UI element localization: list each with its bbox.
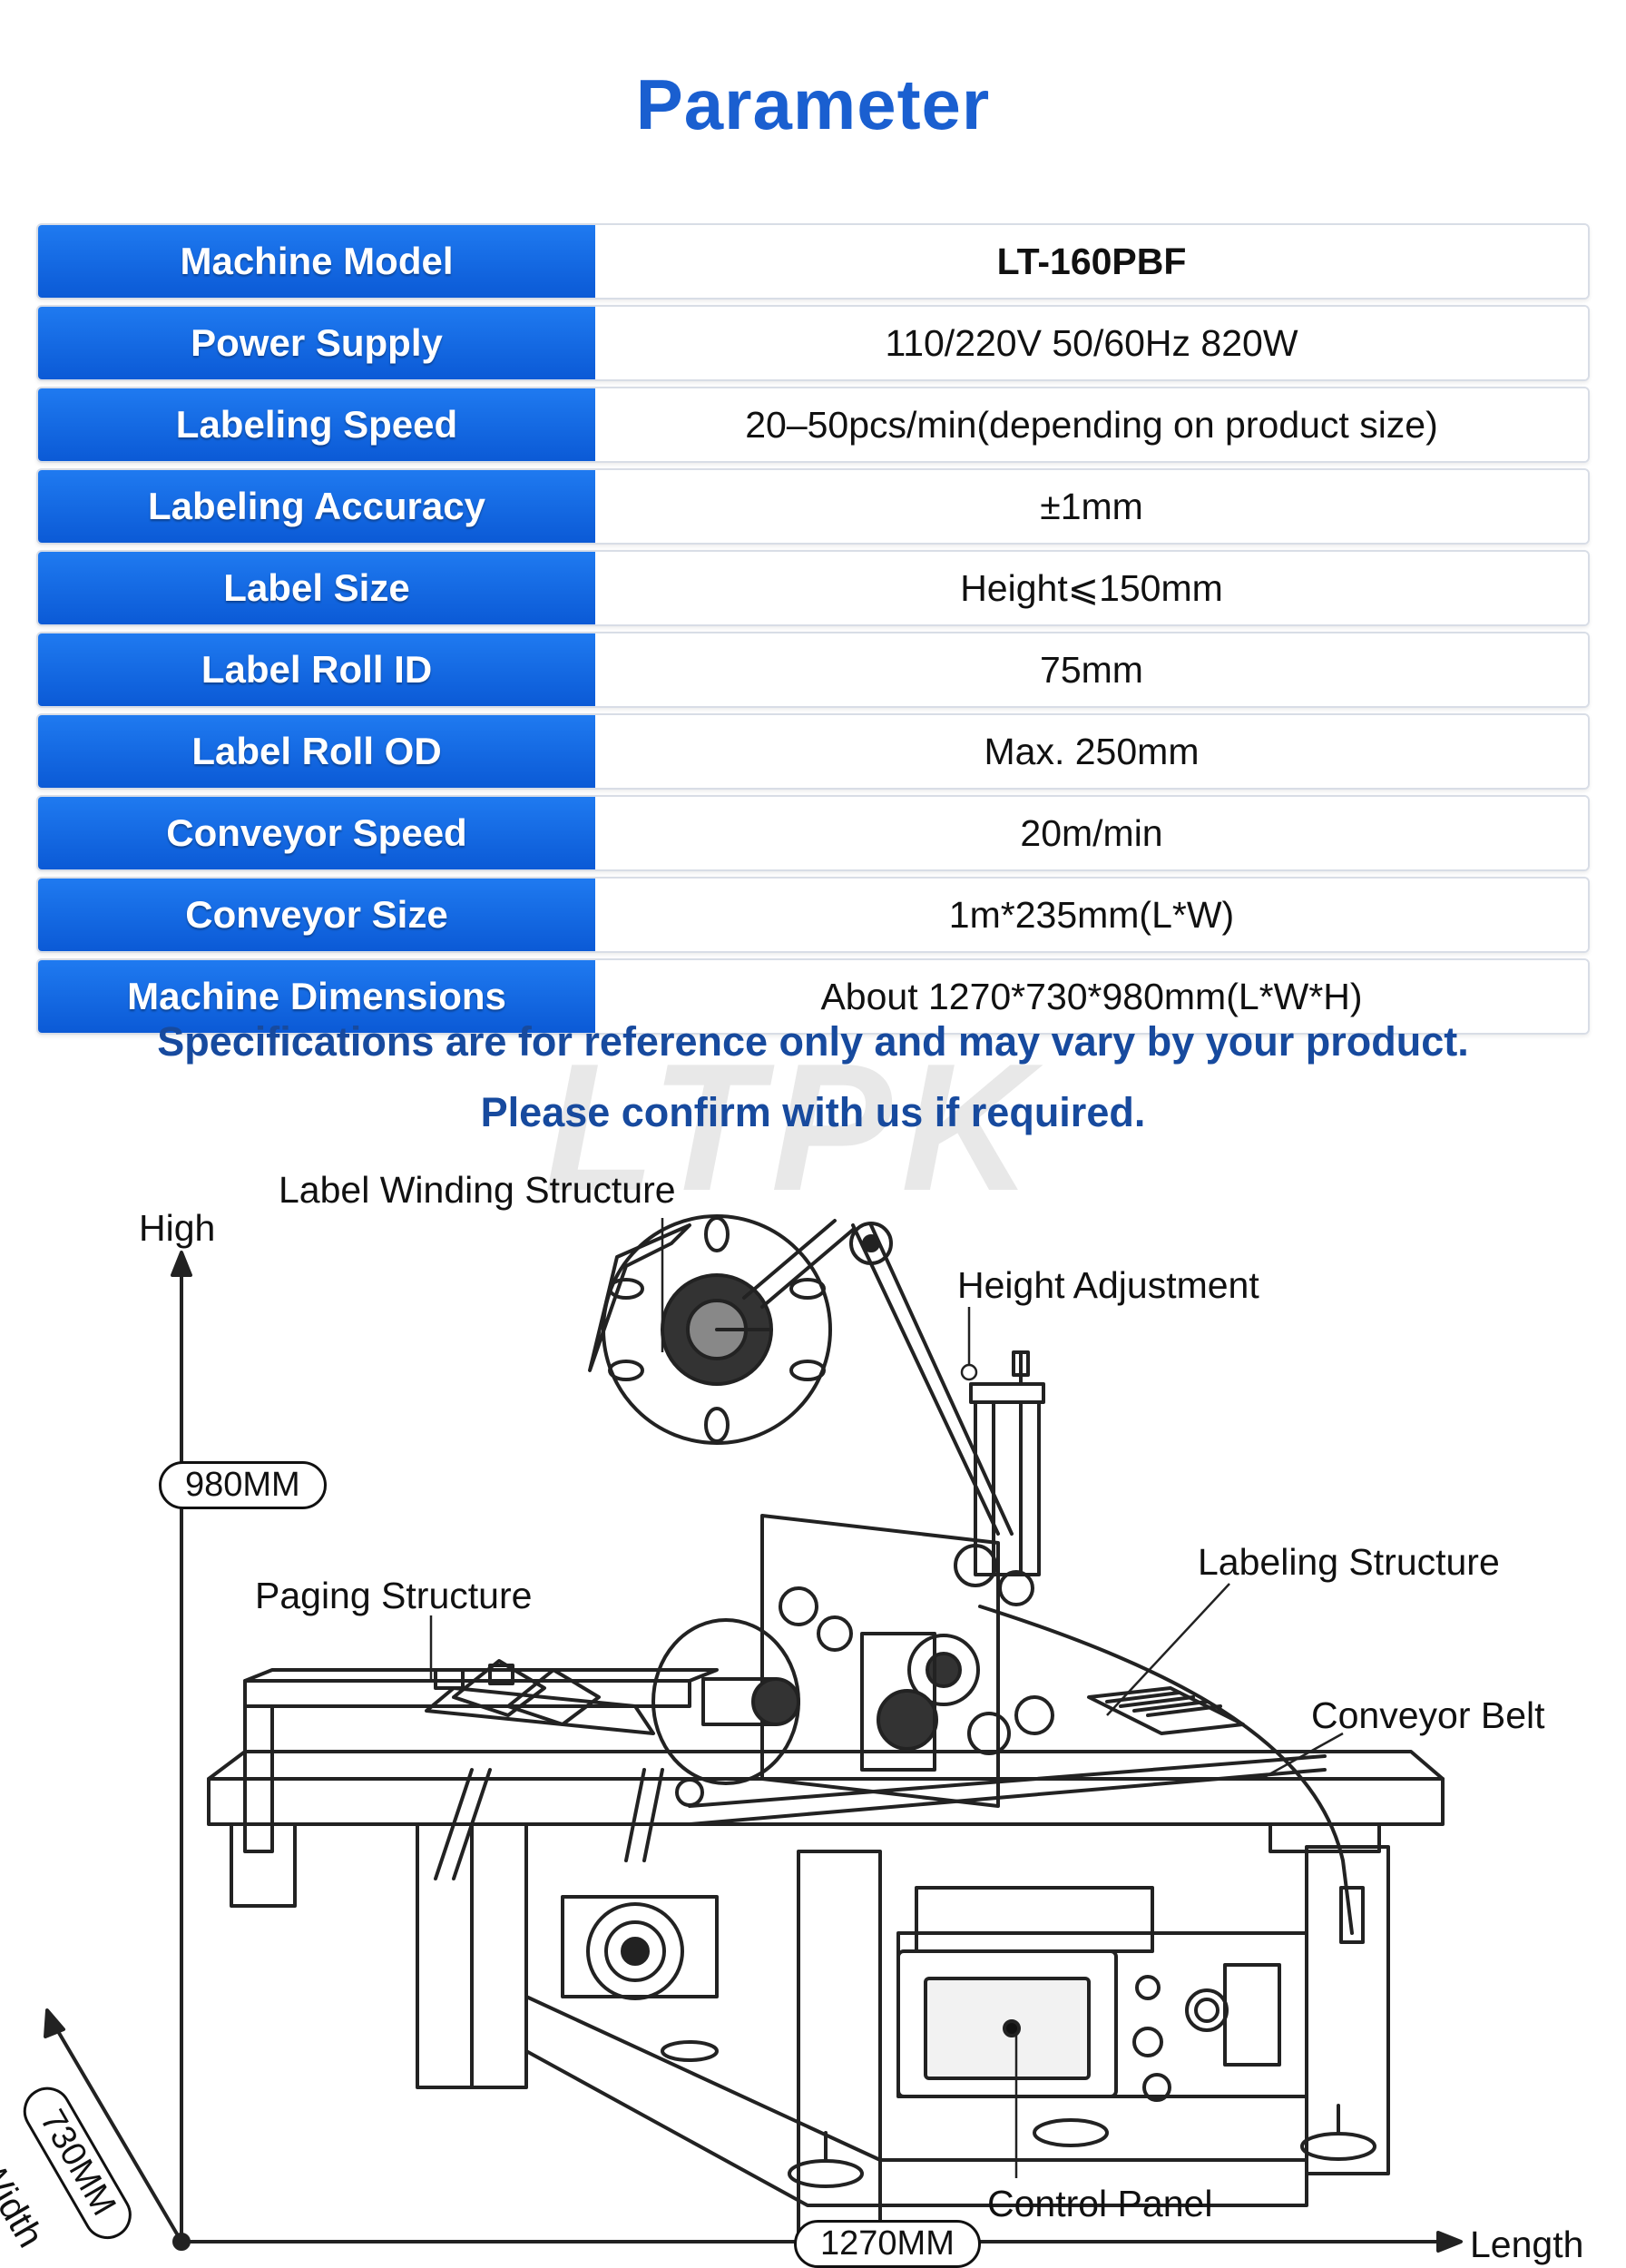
watermark: LTPK	[544, 1026, 1042, 1229]
spec-row-conveyor-size: Conveyor Size 1m*235mm(L*W)	[36, 877, 1590, 953]
label-paging-structure: Paging Structure	[255, 1575, 533, 1616]
disclaimer-line-1: Specifications are for reference only an…	[157, 1018, 1469, 1065]
spec-value: About 1270*730*980mm(L*W*H)	[595, 960, 1588, 1033]
label-height-adjustment: Height Adjustment	[957, 1264, 1259, 1306]
dimension-length: 1270MM	[794, 2220, 981, 2268]
spec-value: 20m/min	[595, 797, 1588, 869]
spec-row-conveyor-speed: Conveyor Speed 20m/min	[36, 795, 1590, 871]
spec-label: Power Supply	[38, 307, 595, 379]
spec-value: LT-160PBF	[595, 225, 1588, 298]
control-panel	[896, 1949, 1281, 2102]
labeling-head	[588, 1214, 1245, 1808]
disclaimer-line-2: Please confirm with us if required.	[480, 1089, 1146, 1135]
spec-label: Conveyor Speed	[38, 797, 595, 869]
leader-lines	[429, 1218, 1344, 2178]
label-winding-structure: Label Winding Structure	[279, 1169, 676, 1211]
spec-row-power-supply: Power Supply 110/220V 50/60Hz 820W	[36, 305, 1590, 381]
spec-label: Labeling Speed	[38, 388, 595, 461]
spec-table: Machine Model LT-160PBF Power Supply 110…	[36, 223, 1590, 1040]
spec-value: Max. 250mm	[595, 715, 1588, 788]
spec-label: Machine Model	[38, 225, 595, 298]
spec-row-label-size: Label Size Height⩽150mm	[36, 550, 1590, 626]
page-title: Parameter	[635, 64, 991, 144]
spec-row-label-roll-id: Label Roll ID 75mm	[36, 632, 1590, 708]
spec-value: 1m*235mm(L*W)	[595, 879, 1588, 951]
label-control-panel: Control Panel	[987, 2183, 1213, 2224]
machine-frame	[207, 1668, 1445, 2253]
label-labeling-structure: Labeling Structure	[1198, 1541, 1500, 1583]
spec-row-machine-model: Machine Model LT-160PBF	[36, 223, 1590, 299]
spec-value: Height⩽150mm	[595, 552, 1588, 624]
spec-row-label-roll-od: Label Roll OD Max. 250mm	[36, 713, 1590, 790]
spec-label: Label Size	[38, 552, 595, 624]
axis-label-length: Length	[1470, 2224, 1584, 2265]
spec-value: 75mm	[595, 633, 1588, 706]
spec-label: Conveyor Size	[38, 879, 595, 951]
spec-label: Label Roll OD	[38, 715, 595, 788]
axis-label-high: High	[139, 1207, 216, 1249]
dimension-height: 980MM	[159, 1461, 327, 1509]
paging-structure	[425, 1659, 704, 1880]
spec-row-labeling-accuracy: Labeling Accuracy ±1mm	[36, 468, 1590, 545]
conveyor-belt	[688, 1605, 1365, 1944]
spec-label: Label Roll ID	[38, 633, 595, 706]
spec-label: Machine Dimensions	[38, 960, 595, 1033]
spec-value: 20–50pcs/min(depending on product size)	[595, 388, 1588, 461]
drive-motor	[561, 1895, 719, 2000]
spec-label: Labeling Accuracy	[38, 470, 595, 543]
spec-row-labeling-speed: Labeling Speed 20–50pcs/min(depending on…	[36, 387, 1590, 463]
spec-value: 110/220V 50/60Hz 820W	[595, 307, 1588, 379]
label-conveyor-belt: Conveyor Belt	[1311, 1694, 1545, 1736]
spec-row-machine-dimensions: Machine Dimensions About 1270*730*980mm(…	[36, 958, 1590, 1035]
spec-value: ±1mm	[595, 470, 1588, 543]
